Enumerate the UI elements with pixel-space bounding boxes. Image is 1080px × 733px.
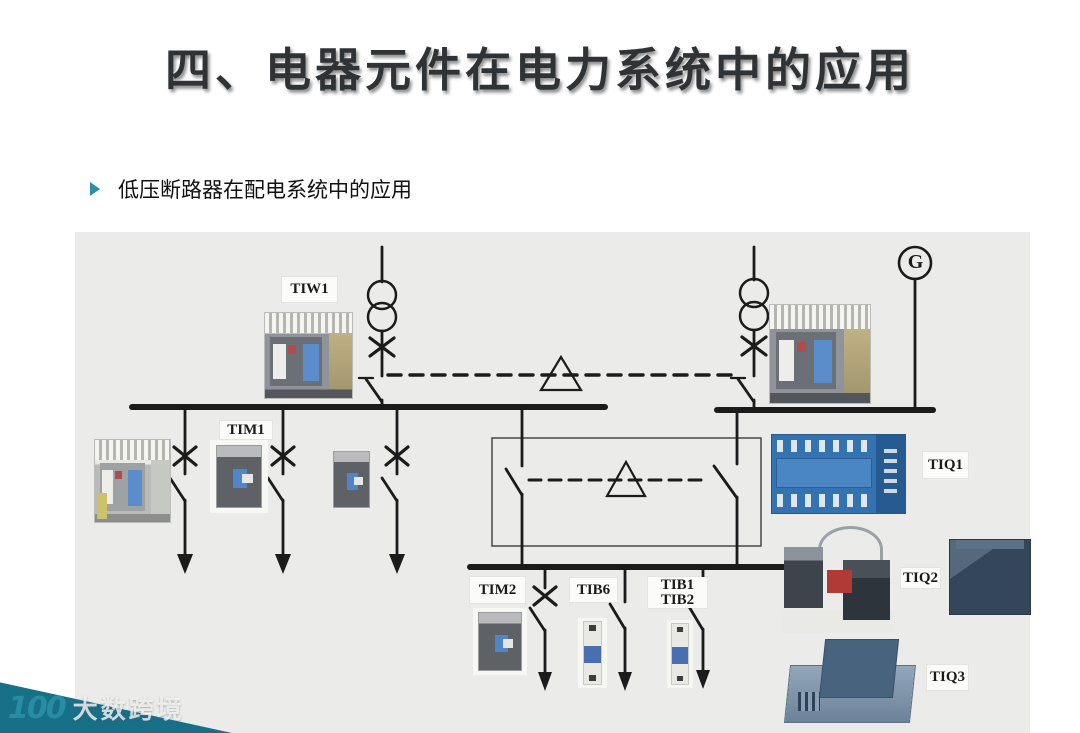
label-tiq2: TIQ2 xyxy=(901,568,940,588)
generator-symbol xyxy=(897,245,933,413)
photo-mccb-2 xyxy=(328,447,375,512)
photo-tiq2-transfer-switch xyxy=(782,525,895,633)
photo-mccb-tim2 xyxy=(473,608,527,675)
photo-tiq3-switch xyxy=(785,640,915,727)
photo-acb-left xyxy=(95,440,170,522)
bullet-text: 低压断路器在配电系统中的应用 xyxy=(118,179,412,202)
incomer-left-transformer xyxy=(357,245,398,410)
watermark-text: 大数跨境 xyxy=(72,696,185,724)
photo-mcb-tib6 xyxy=(578,618,607,688)
generator-letter: G xyxy=(907,251,924,273)
bullet-arrow-icon xyxy=(90,182,100,196)
bullet-row: 低压断路器在配电系统中的应用 xyxy=(90,174,412,204)
watermark: 100 大数跨境 xyxy=(8,690,185,726)
one-line-diagram-panel: G xyxy=(75,232,1030,733)
photo-tiq1-controller xyxy=(772,435,905,513)
label-tim1: TIM1 xyxy=(220,421,272,439)
label-tiq1: TIQ1 xyxy=(923,452,968,478)
photo-mcb-tib1-tib2 xyxy=(667,620,693,688)
one-line-diagram-svg xyxy=(129,245,936,691)
label-tiq3: TIQ3 xyxy=(927,665,968,690)
label-tib6: TIB6 xyxy=(570,578,617,602)
interlock-upper xyxy=(386,354,735,392)
photo-mccb-tim1 xyxy=(210,440,268,513)
photo-blue-enclosure xyxy=(950,540,1030,614)
left-bus-feeders xyxy=(168,405,410,574)
photo-acb-tiw1 xyxy=(265,313,352,398)
photo-acb-right xyxy=(770,305,870,403)
bus-tie-section xyxy=(491,405,762,569)
label-tib1-tib2: TIB1 TIB2 xyxy=(648,577,707,608)
label-tim2: TIM2 xyxy=(470,577,525,603)
label-tiw1: TIW1 xyxy=(282,277,337,302)
watermark-logo: 100 xyxy=(8,690,67,726)
slide-title: 四、电器元件在电力系统中的应用 xyxy=(165,44,915,96)
incomer-right-transformer xyxy=(729,245,770,413)
